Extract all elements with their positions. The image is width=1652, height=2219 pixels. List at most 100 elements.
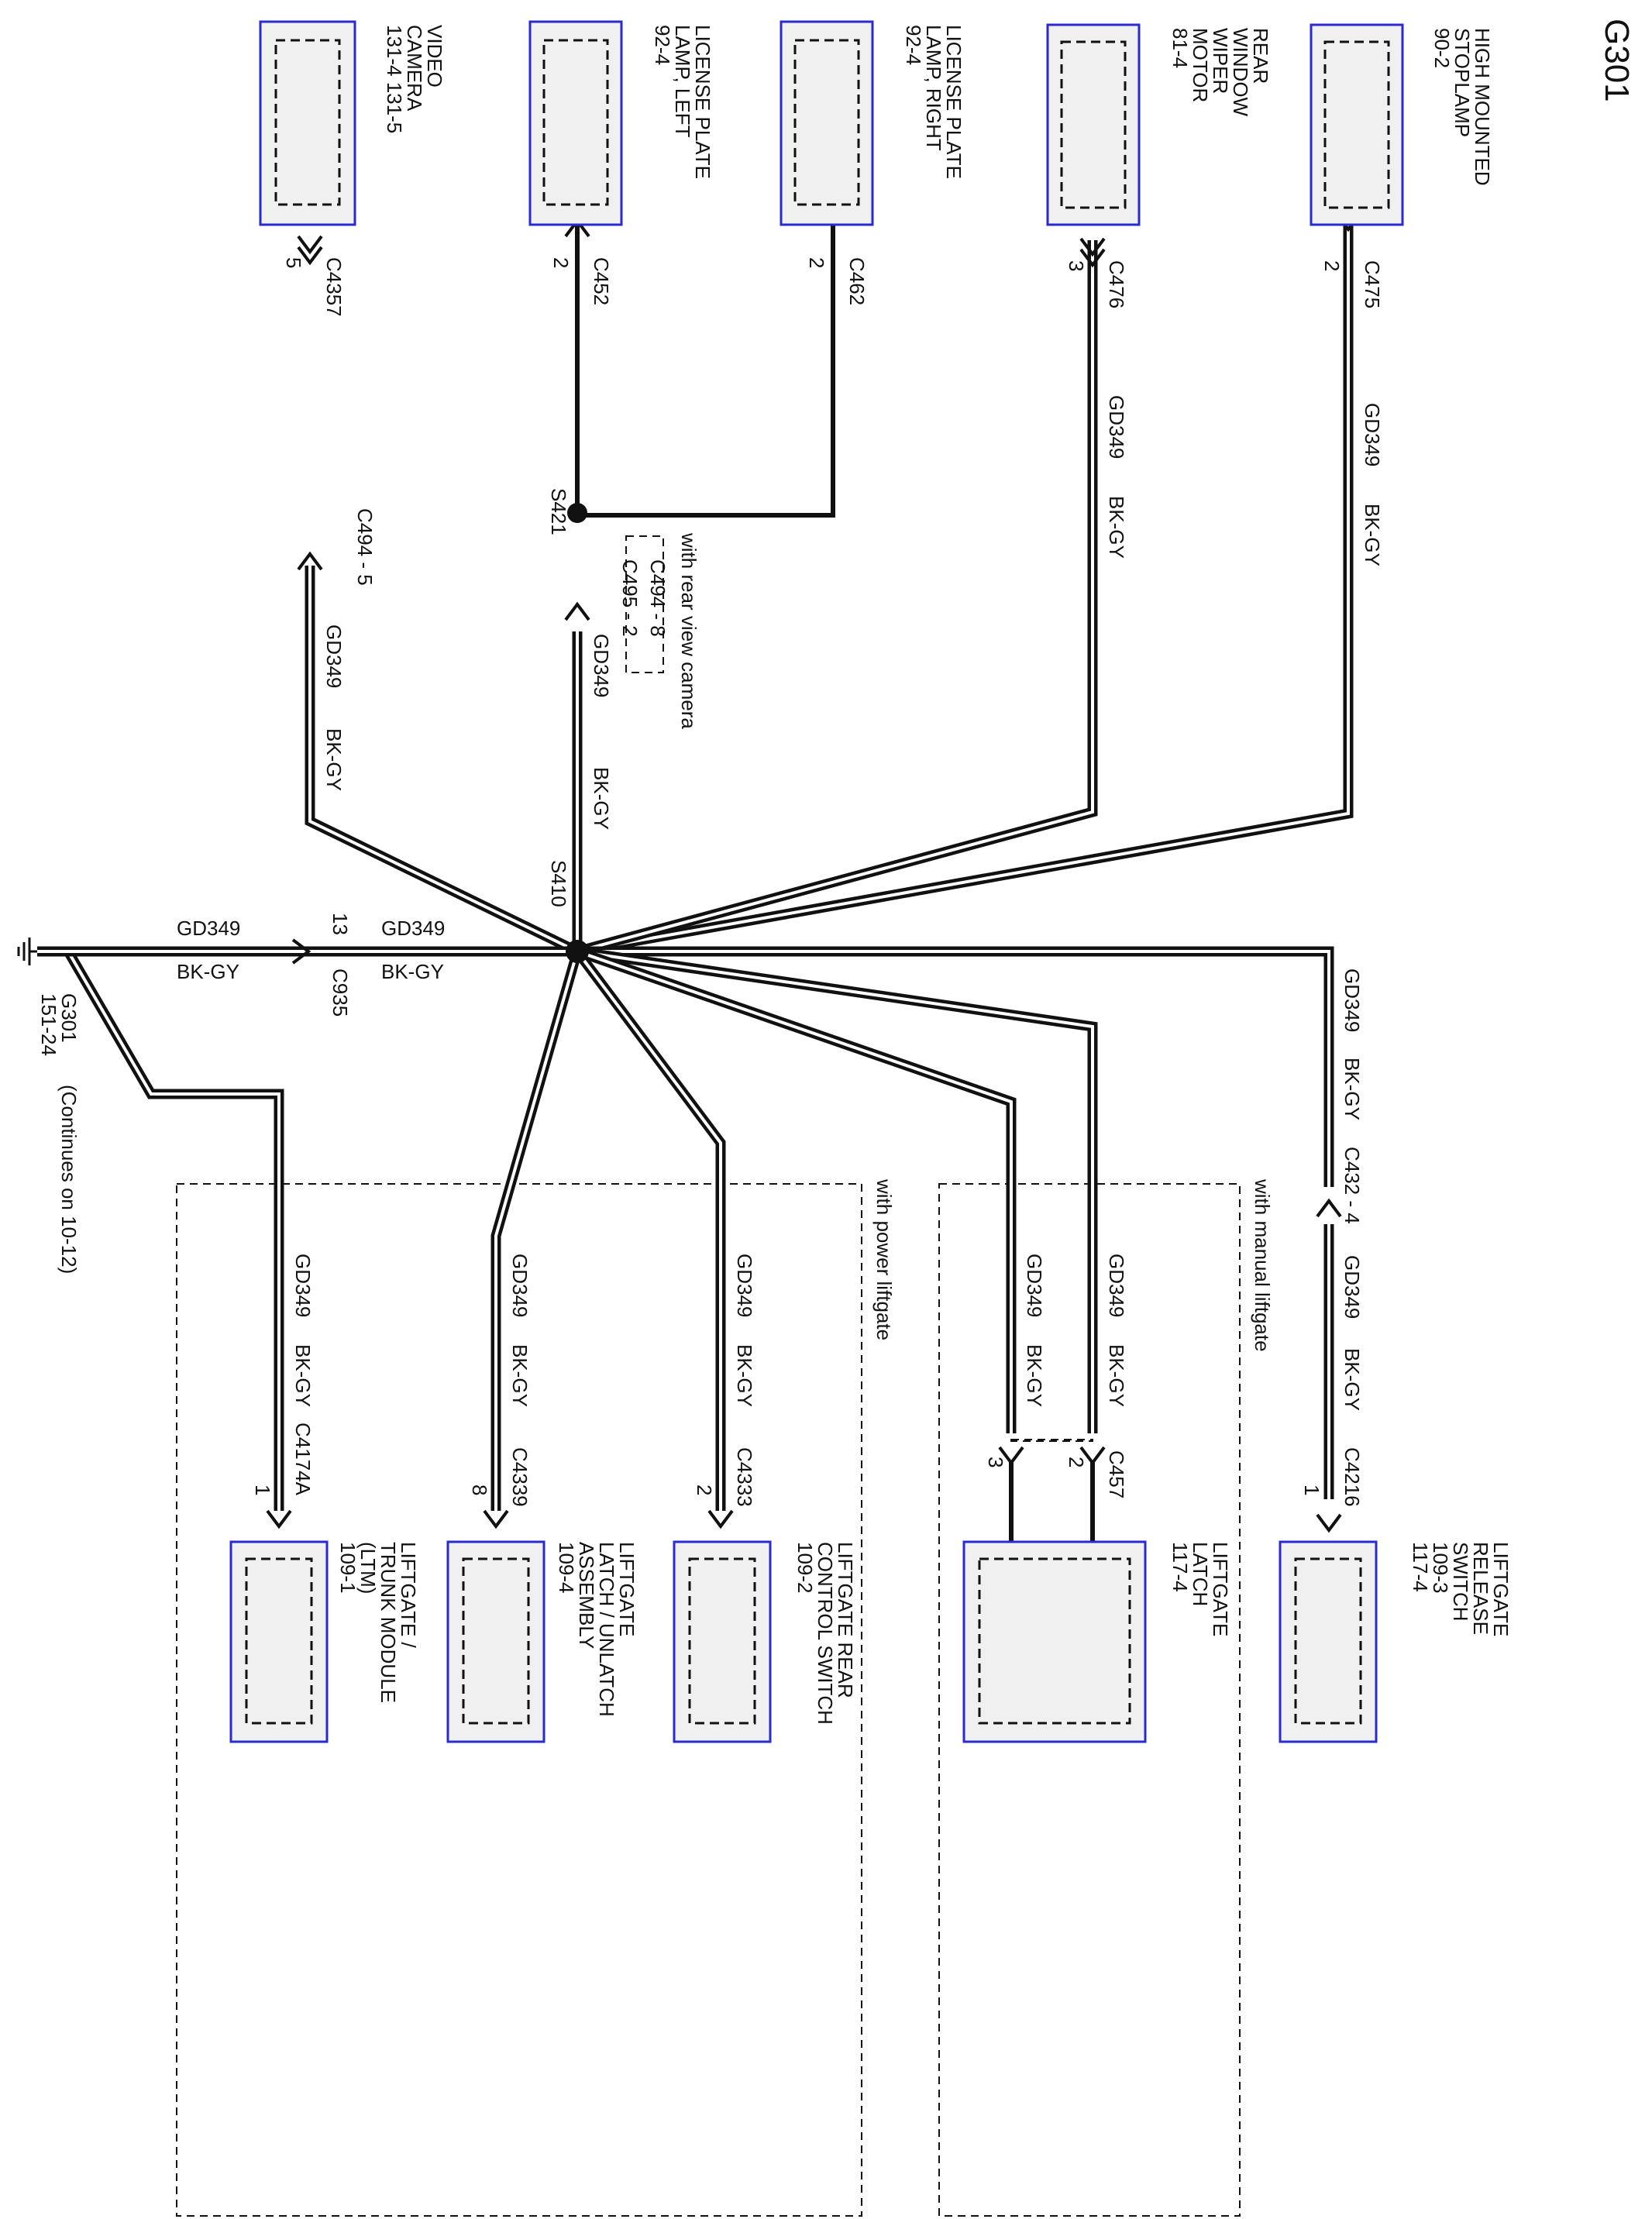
wire-label-color: BK-GY: [1105, 1344, 1128, 1407]
label-high-mounted-stoplamp-line: HIGH MOUNTED: [1471, 28, 1494, 186]
label-liftgate-latch-line: LIFTGATE: [1209, 1542, 1232, 1636]
wire-label-circuit: GD349: [1023, 1254, 1046, 1317]
power-liftgate-box: [176, 1183, 862, 2217]
connector-c457-label: C457: [1105, 1450, 1128, 1498]
component-liftgate-latch-unlatch-assembly[interactable]: [446, 1540, 546, 1743]
label-license-plate-lamp-left-line: LAMP, LEFT: [671, 25, 694, 138]
wire-label-color: BK-GY: [291, 1344, 315, 1407]
connector-c457-pin-a: 2: [1065, 1457, 1088, 1467]
label-video-camera-line: VIDEO: [423, 25, 446, 88]
label-high-mounted-stoplamp-line: 90-2: [1430, 28, 1454, 68]
wire-label-color: BK-GY: [381, 960, 444, 983]
label-liftgate-latch-unlatch-assembly-line: LIFTGATE: [615, 1542, 638, 1636]
label-rear-window-wiper-motor-line: REAR: [1249, 28, 1272, 84]
manual-liftgate-option-label: with manual liftgate: [1251, 1178, 1274, 1352]
power-liftgate-option-label: with power liftgate: [872, 1178, 896, 1340]
wire-label-circuit: GD349: [1341, 968, 1364, 1032]
splice-s421: [567, 503, 587, 523]
connector-c457-pin-b: 3: [984, 1457, 1007, 1467]
wire-latch-pin3: [575, 946, 1017, 1433]
connector-c4333-pin: 2: [693, 1484, 716, 1495]
wire-label-color: BK-GY: [508, 1344, 532, 1407]
component-liftgate-release-switch[interactable]: [1279, 1540, 1378, 1743]
wire-video-camera: [305, 566, 580, 956]
wire-label-color: BK-GY: [1361, 504, 1384, 566]
ground-name: G301: [57, 993, 81, 1043]
connector-c494-5: [297, 551, 323, 571]
connector-c4357-pin: 5: [282, 257, 305, 268]
wire-label-color: BK-GY: [322, 728, 346, 791]
label-liftgate-trunk-module-line: TRUNK MODULE: [377, 1542, 400, 1703]
rear-view-camera-option-label: with rear view camera: [677, 532, 700, 729]
ground-symbol-icon: [17, 937, 37, 965]
connector-c494-5-label: C494 - 5: [353, 508, 377, 586]
label-liftgate-release-switch-line: LIFTGATE: [1489, 1542, 1513, 1636]
connector-c935: [291, 938, 311, 965]
label-liftgate-latch-unlatch-assembly-line: ASSEMBLY: [575, 1542, 598, 1649]
connector-c4216: [1316, 1513, 1342, 1533]
rear-view-camera-box: [625, 535, 664, 673]
wire-label-circuit: GD349: [733, 1254, 756, 1317]
connector-c476: [1079, 237, 1106, 268]
label-high-mounted-stoplamp-line: STOPLAMP: [1451, 28, 1474, 137]
label-video-camera-line: 131-4 131-5: [383, 25, 406, 133]
connector-c4357-label: C4357: [322, 257, 346, 317]
page-title: G301: [1598, 19, 1636, 102]
wire-label-color: BK-GY: [733, 1344, 756, 1407]
connector-c4174a-label: C4174A: [291, 1423, 315, 1496]
label-liftgate-trunk-module-line: LIFTGATE /: [397, 1542, 420, 1649]
connector-c4174a: [266, 1509, 292, 1529]
component-high-mounted-stoplamp[interactable]: [1310, 23, 1404, 226]
label-license-plate-lamp-right-line: LICENSE PLATE: [942, 25, 965, 179]
label-license-plate-lamp-left-line: LICENSE PLATE: [691, 25, 714, 179]
wire-label-circuit: GD349: [381, 917, 445, 940]
component-license-plate-lamp-left[interactable]: [528, 20, 623, 226]
component-rear-window-wiper-motor[interactable]: [1046, 23, 1141, 226]
connector-c432-4-label: C432 - 4: [1341, 1147, 1364, 1224]
component-liftgate-trunk-module[interactable]: [229, 1540, 329, 1743]
connector-c476-pin: 3: [1065, 260, 1088, 271]
label-liftgate-release-switch-line: SWITCH: [1449, 1542, 1472, 1622]
splice-s410: [566, 940, 589, 963]
component-liftgate-rear-control-switch[interactable]: [673, 1540, 772, 1743]
connector-c4339-pin: 8: [468, 1484, 491, 1495]
wire-label-circuit: GD349: [590, 634, 613, 697]
label-liftgate-latch-line: 117-4: [1168, 1542, 1192, 1592]
connector-c4333: [707, 1509, 734, 1529]
connector-c432-4: [1316, 1198, 1342, 1218]
connector-c4333-label: C4333: [733, 1447, 756, 1507]
connector-c935-pin: 13: [329, 913, 352, 935]
component-liftgate-latch[interactable]: [962, 1540, 1147, 1743]
label-video-camera-line: CAMERA: [403, 25, 426, 112]
connector-c462-label: C462: [845, 257, 869, 305]
splice-s410-label: S410: [547, 860, 570, 907]
wire-label-circuit: GD349: [1341, 1255, 1364, 1319]
component-license-plate-lamp-right[interactable]: [780, 20, 874, 226]
label-rear-window-wiper-motor-line: MOTOR: [1189, 28, 1212, 102]
license-plate-wires: [575, 225, 835, 518]
wire-label-circuit: GD349: [508, 1254, 532, 1317]
label-license-plate-lamp-right-line: LAMP, RIGHT: [922, 25, 945, 151]
label-liftgate-latch-line: LATCH: [1189, 1542, 1212, 1606]
component-video-camera[interactable]: [259, 20, 356, 226]
label-rear-window-wiper-motor-line: WIPER: [1209, 28, 1232, 94]
schematic: [17, 20, 1404, 2217]
label-license-plate-lamp-right-line: 92-4: [902, 25, 925, 65]
connector-c452-pin: 2: [549, 257, 573, 268]
wire-label-circuit: GD349: [1105, 395, 1128, 459]
splice-s421-label: S421: [547, 488, 570, 535]
label-rear-window-wiper-motor-line: WINDOW: [1229, 28, 1252, 117]
wire-label-circuit: GD349: [322, 624, 346, 688]
connector-c494-8-label: C494 - 8: [646, 559, 669, 637]
wire-label-circuit: GD349: [177, 917, 240, 940]
connector-c452-label: C452: [590, 257, 613, 305]
label-rear-window-wiper-motor-line: 81-4: [1168, 28, 1192, 68]
wire-ground-ltm: [59, 946, 291, 1511]
wire-latch-unlatch: [490, 950, 583, 1511]
connector-c495-2: [564, 601, 590, 621]
wire-label-color: BK-GY: [590, 767, 613, 830]
connector-c476-label: C476: [1105, 260, 1128, 308]
connector-c4216-pin: 1: [1300, 1484, 1323, 1495]
